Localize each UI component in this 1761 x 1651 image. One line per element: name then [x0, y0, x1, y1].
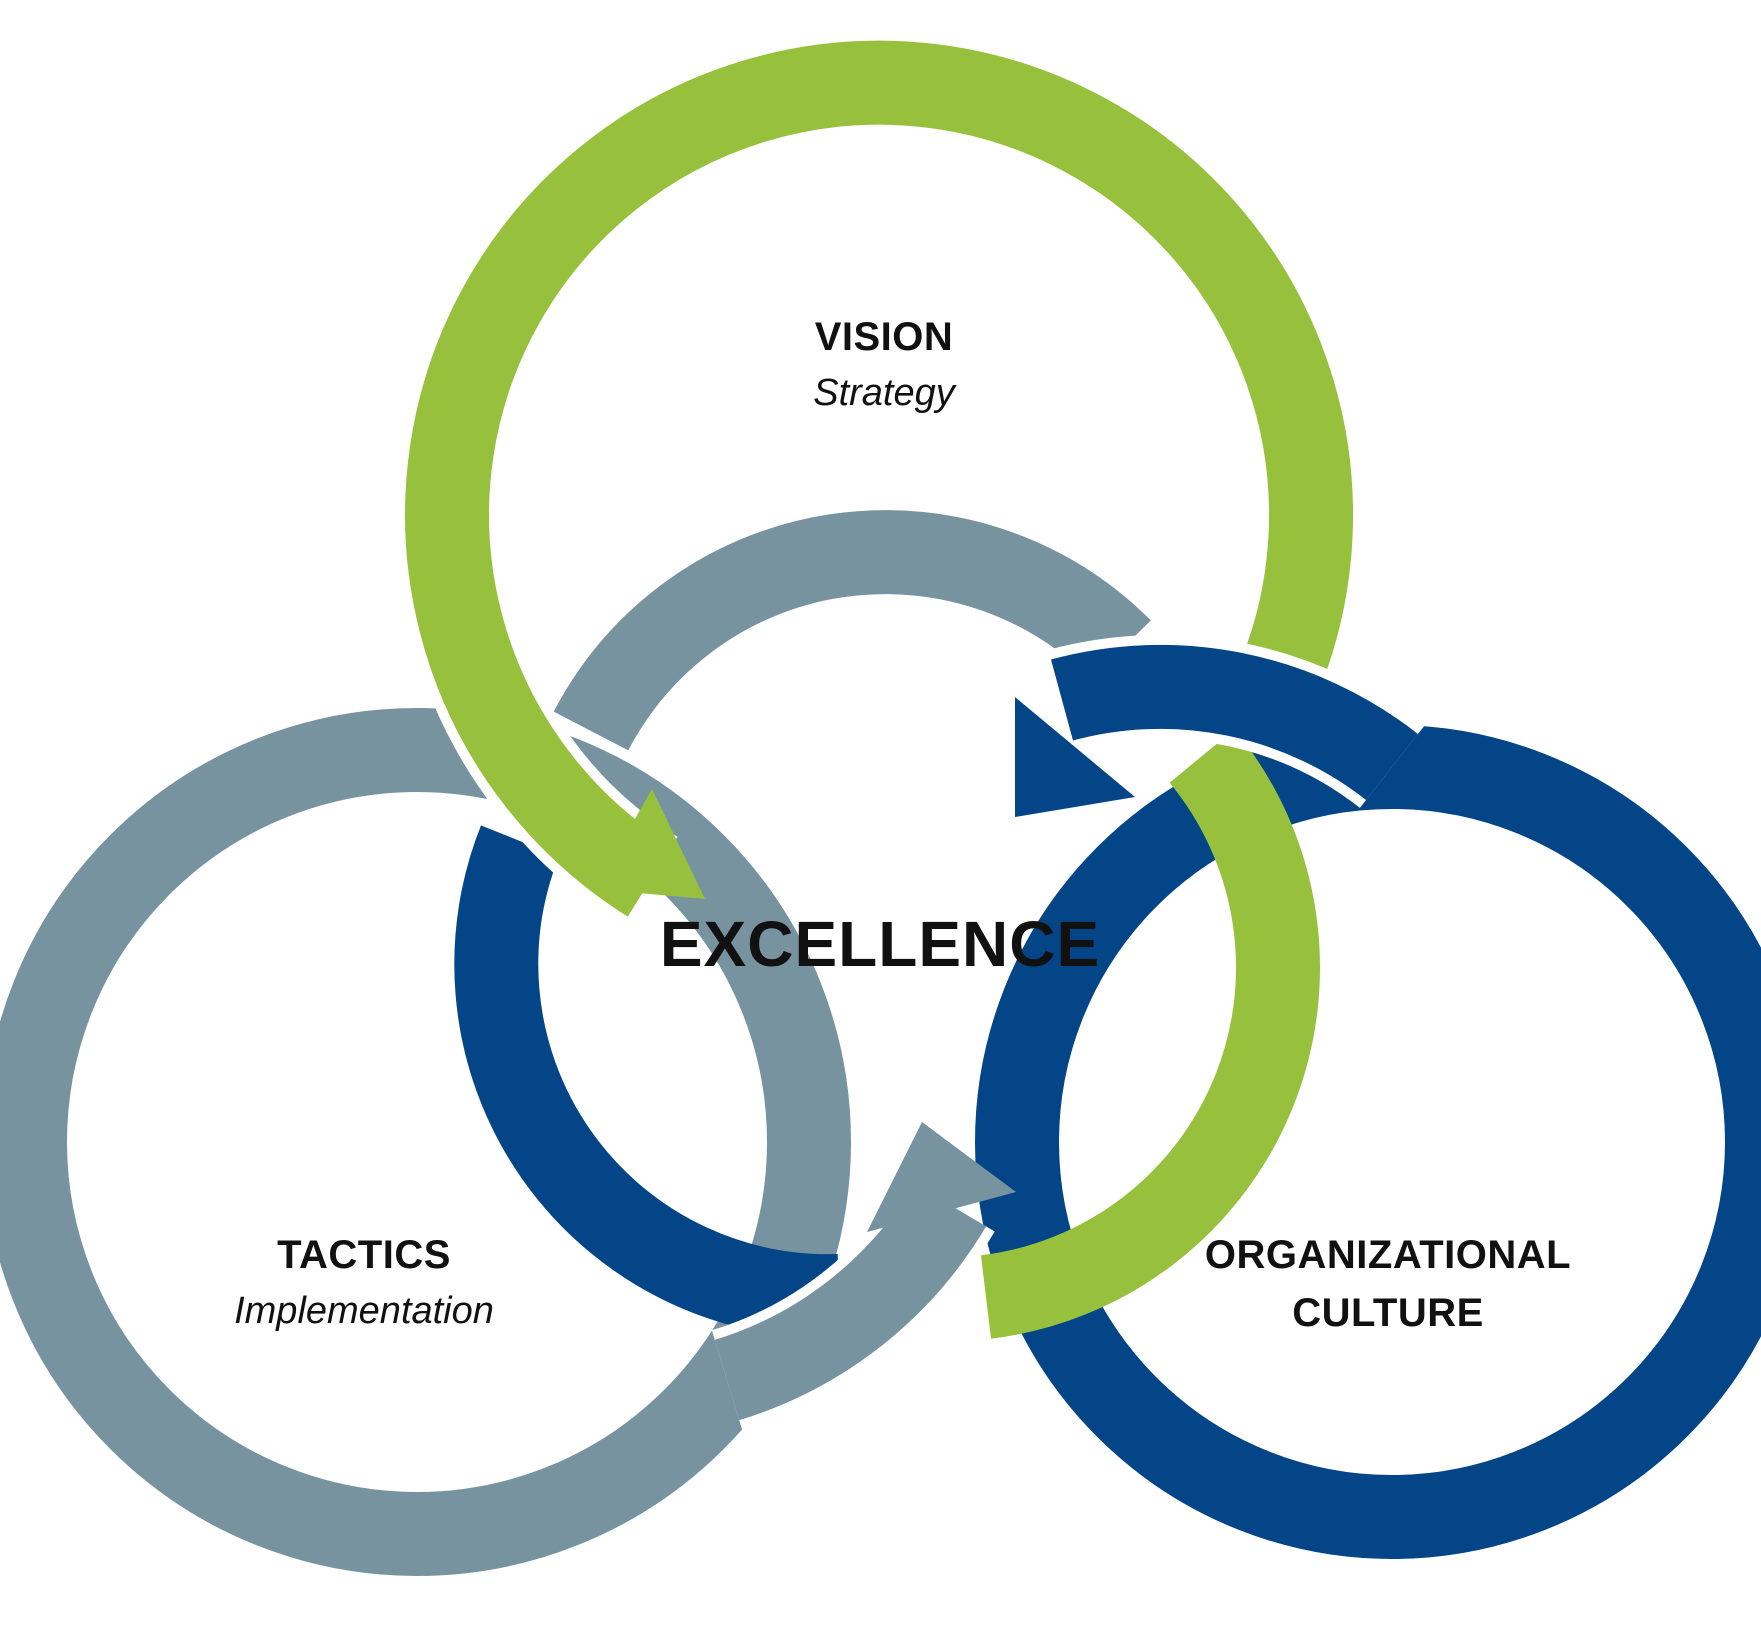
inner-navy-arc	[454, 825, 841, 1339]
vision-ring	[405, 40, 1354, 917]
vision-subtitle: Strategy	[813, 372, 955, 414]
culture-title-line1: ORGANIZATIONAL	[1204, 1233, 1572, 1277]
culture-ring	[975, 725, 1761, 1559]
tactics-arrowhead	[867, 1122, 1016, 1232]
tactics-subtitle: Implementation	[234, 1290, 494, 1332]
tactics-label: TACTICS Implementation	[234, 1226, 494, 1339]
tactics-ring	[0, 708, 851, 1576]
vision-arrowhead	[595, 789, 705, 899]
tactics-title: TACTICS	[277, 1233, 451, 1277]
tactics-ring-cross	[714, 1183, 987, 1421]
inner-green-arc	[980, 729, 1321, 1339]
center-label: EXCELLENCE	[659, 908, 1101, 980]
culture-label: ORGANIZATIONAL CULTURE	[1205, 1226, 1571, 1342]
culture-ring-top	[1051, 644, 1418, 801]
vision-label: VISION Strategy	[813, 308, 955, 421]
vision-title: VISION	[814, 315, 954, 359]
culture-title-line2: CULTURE	[1292, 1291, 1484, 1335]
inner-gray-arc	[553, 510, 1151, 751]
culture-arrowhead	[1015, 697, 1135, 817]
